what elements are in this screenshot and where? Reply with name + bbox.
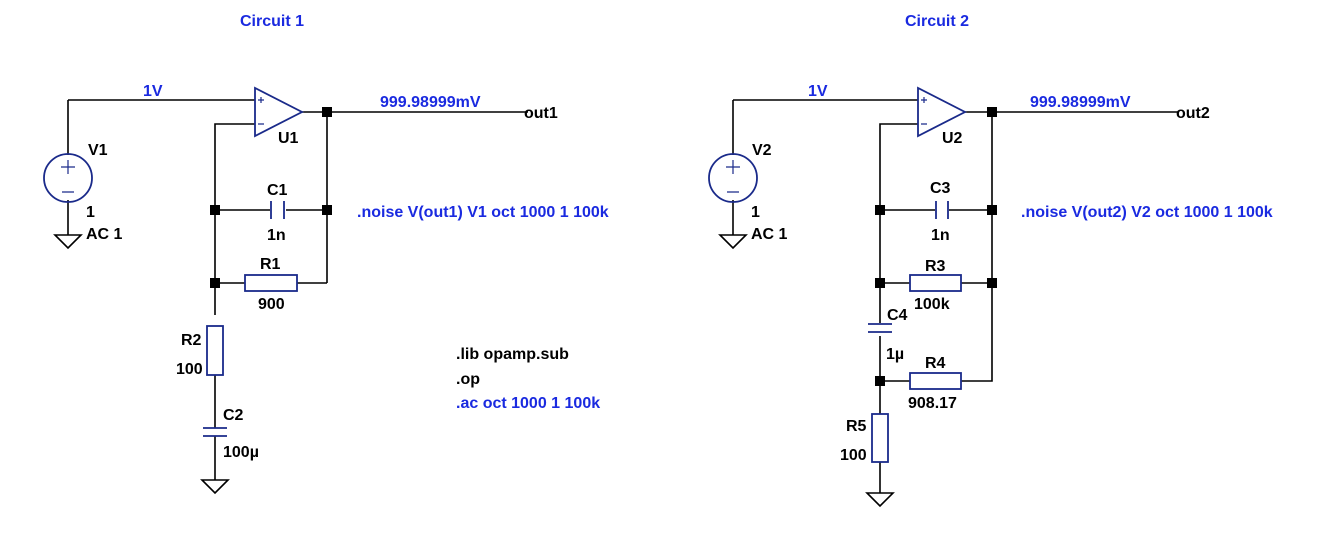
node-in-voltage-1: 1V (143, 83, 163, 100)
junction-node (210, 278, 220, 288)
inverting-input-wire-1 (214, 123, 255, 315)
capacitor-c4[interactable] (868, 323, 892, 333)
node-out-voltage-2: 999.98999mV (1030, 94, 1131, 111)
capacitor-c2[interactable] (203, 427, 227, 437)
v2-dc: 1 (751, 204, 760, 221)
junction-node (875, 376, 885, 386)
resistor-r5[interactable] (871, 413, 889, 463)
out2-label: out2 (1176, 105, 1210, 122)
circuit-1-title: Circuit 1 (240, 13, 304, 30)
junction-node (987, 205, 997, 215)
ground-symbol (53, 234, 83, 250)
r5-name: R5 (846, 418, 867, 435)
r4-name: R4 (925, 355, 946, 372)
r1-name: R1 (260, 256, 281, 273)
out1-label: out1 (524, 105, 558, 122)
capacitor-c3[interactable] (935, 201, 949, 219)
voltage-source-v2[interactable] (708, 153, 758, 203)
noise-directive-1: .noise V(out1) V1 oct 1000 1 100k (357, 204, 609, 221)
r4-value: 908.17 (908, 395, 957, 412)
junction-node (210, 205, 220, 215)
node-in-voltage-2: 1V (808, 83, 828, 100)
lib-directive: .lib opamp.sub (456, 346, 569, 363)
noise-directive-2: .noise V(out2) V2 oct 1000 1 100k (1021, 204, 1273, 221)
u1-label: U1 (278, 130, 299, 147)
ground-symbol (865, 492, 895, 508)
feedback-right-wire-2 (961, 112, 993, 382)
v1-ac: AC 1 (86, 226, 123, 243)
junction-node (322, 107, 332, 117)
r2-name: R2 (181, 332, 202, 349)
r3-name: R3 (925, 258, 946, 275)
circuit-2-title: Circuit 2 (905, 13, 969, 30)
resistor-r3[interactable] (909, 274, 962, 292)
junction-node (875, 205, 885, 215)
opamp-u2[interactable] (917, 86, 967, 138)
c3-name: C3 (930, 180, 951, 197)
circuit-1: Circuit 1 V1 1 AC 1 U1 (43, 13, 609, 495)
c2-name: C2 (223, 407, 244, 424)
opamp-u1[interactable] (254, 86, 304, 138)
r1-value: 900 (258, 296, 285, 313)
capacitor-c1[interactable] (270, 201, 285, 219)
junction-node (875, 278, 885, 288)
ground-symbol (200, 479, 230, 495)
resistor-r4[interactable] (909, 372, 962, 390)
circuit-2: Circuit 2 V2 1 AC 1 U2 (708, 13, 1273, 508)
c2-value: 100µ (223, 444, 259, 461)
u2-label: U2 (942, 130, 963, 147)
ground-symbol (718, 234, 748, 250)
v1-dc: 1 (86, 204, 95, 221)
c4-name: C4 (887, 307, 908, 324)
c1-value: 1n (267, 227, 286, 244)
r3-value: 100k (914, 296, 950, 313)
v2-name: V2 (752, 142, 772, 159)
resistor-r1[interactable] (244, 274, 298, 292)
op-directive: .op (456, 371, 480, 388)
c1-name: C1 (267, 182, 288, 199)
c4-value: 1µ (886, 346, 904, 363)
ac-directive: .ac oct 1000 1 100k (456, 395, 600, 412)
voltage-source-v1[interactable] (43, 153, 93, 203)
node-out-voltage-1: 999.98999mV (380, 94, 481, 111)
c3-value: 1n (931, 227, 950, 244)
junction-node (987, 107, 997, 117)
r2-value: 100 (176, 361, 203, 378)
resistor-r2[interactable] (206, 325, 224, 376)
inverting-input-wire-2 (879, 123, 918, 323)
v2-ac: AC 1 (751, 226, 788, 243)
v1-name: V1 (88, 142, 108, 159)
junction-node (987, 278, 997, 288)
junction-node (322, 205, 332, 215)
r5-value: 100 (840, 447, 867, 464)
